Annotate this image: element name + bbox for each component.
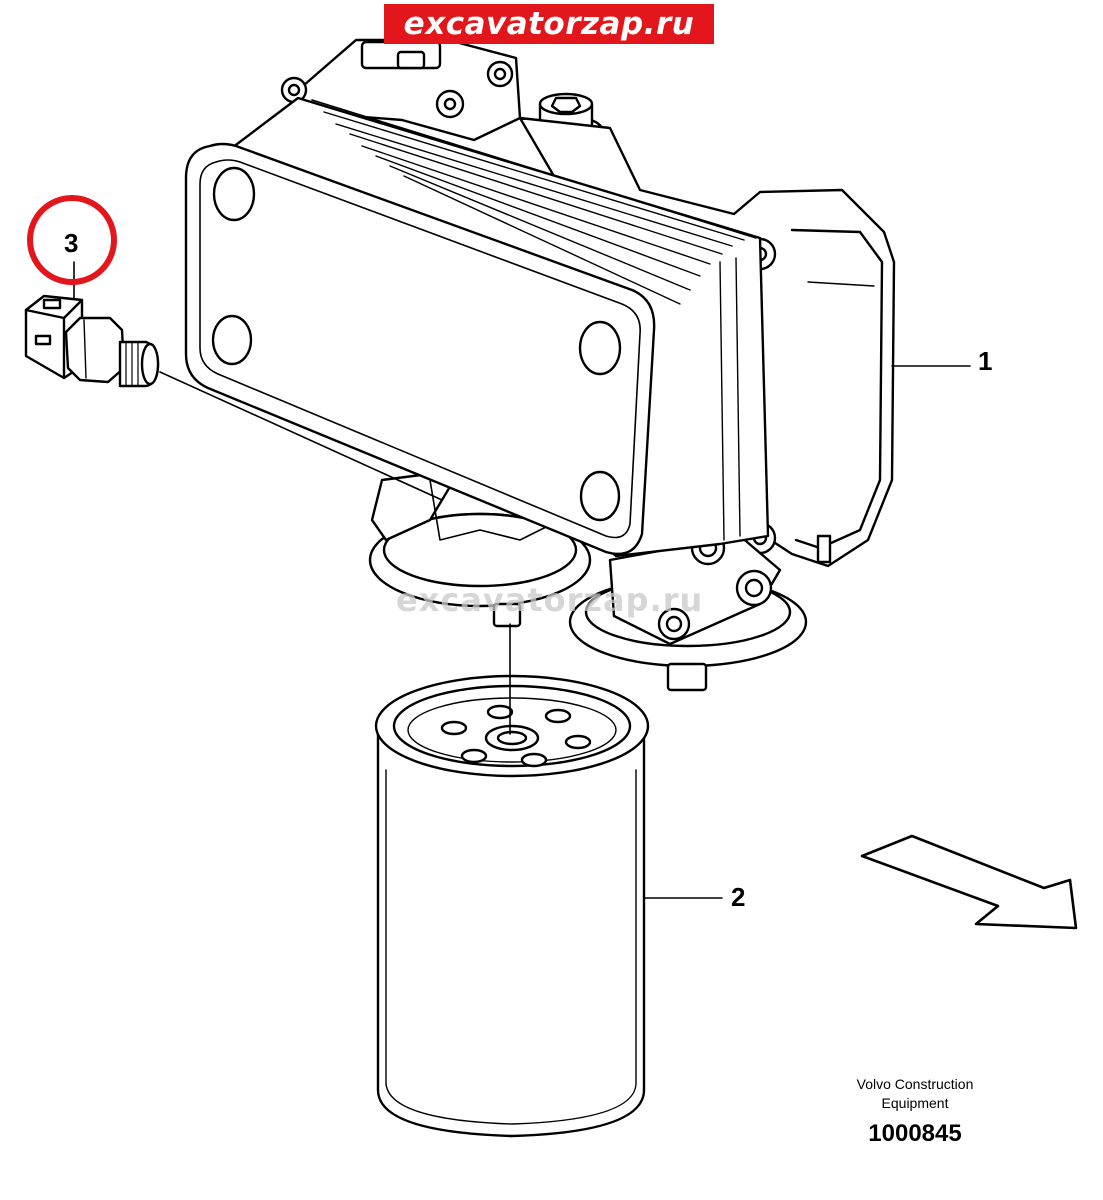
callout-part-2: 2 xyxy=(731,882,746,912)
filter-mount-left xyxy=(368,468,592,628)
cooler-front-plate xyxy=(184,142,656,556)
callout-part-1: 1 xyxy=(978,346,993,376)
plate-hole xyxy=(211,314,253,366)
callout-3-highlight xyxy=(27,195,117,285)
oil-filter xyxy=(374,674,650,1138)
footer-company-line1: Volvo Construction xyxy=(856,1076,974,1092)
plate-hole xyxy=(579,470,621,522)
footer-company-line2: Equipment xyxy=(881,1095,949,1111)
callout-part-3: 3 xyxy=(64,228,79,258)
watermark-center: excavatorzap.ru xyxy=(396,581,704,619)
footer-drawing-number: 1000845 xyxy=(868,1120,962,1147)
watermark-banner: excavatorzap.ru xyxy=(384,4,714,44)
filter-body xyxy=(376,716,646,1138)
plate-hole xyxy=(212,166,256,222)
oil-cooler-assembly xyxy=(184,38,896,692)
pressure-sensor xyxy=(24,294,160,388)
filter-center-bore xyxy=(484,724,540,752)
sensor-mount-line xyxy=(159,371,443,501)
plate-hole xyxy=(578,320,622,376)
sensor-hex-body xyxy=(64,316,126,384)
filter-mount-right xyxy=(568,530,808,692)
direction-arrow xyxy=(860,834,1078,930)
